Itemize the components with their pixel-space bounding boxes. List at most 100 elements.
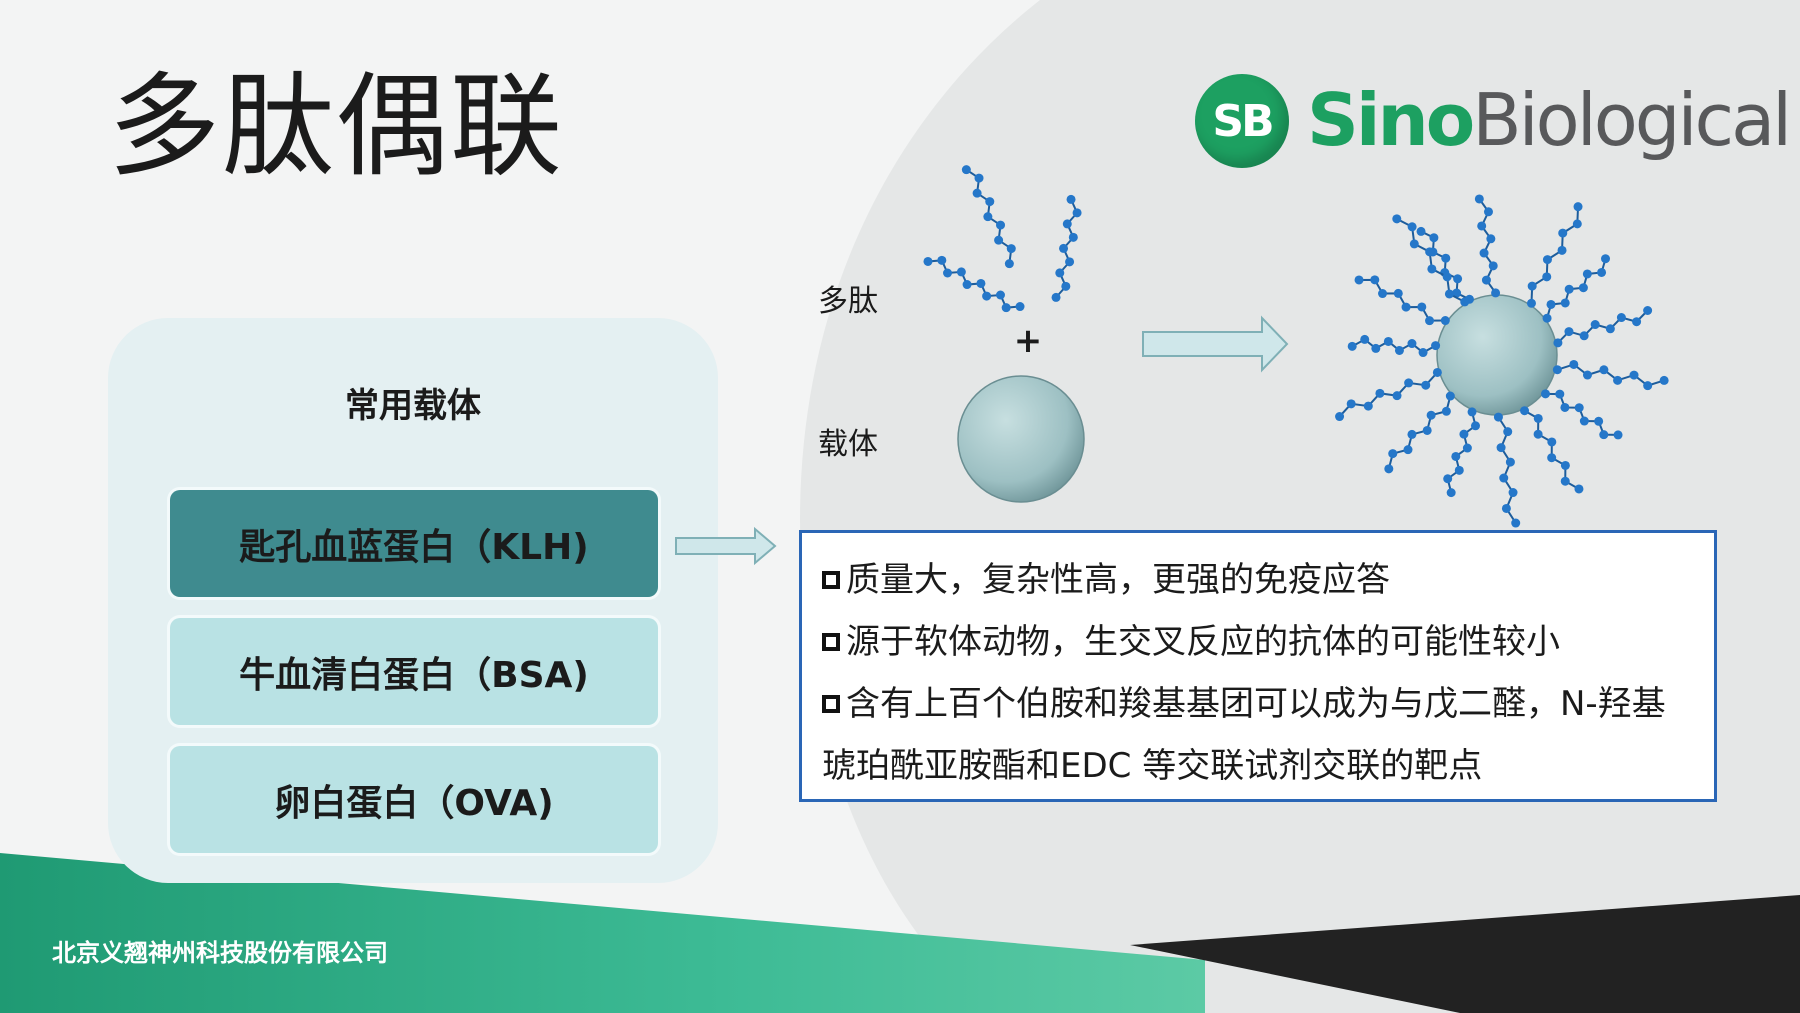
amino-acid-bead xyxy=(1055,268,1065,278)
amino-acid-bead xyxy=(995,290,1005,300)
amino-acid-bead xyxy=(1346,399,1356,409)
amino-acid-bead xyxy=(1613,375,1623,385)
amino-acid-bead xyxy=(1360,334,1370,344)
square-bullet-icon xyxy=(822,633,840,651)
amino-acid-bead xyxy=(1425,247,1435,257)
amino-acid-bead xyxy=(1594,416,1604,426)
amino-acid-bead xyxy=(1564,284,1574,294)
amino-acid-bead xyxy=(1499,473,1509,483)
amino-acid-bead xyxy=(1486,234,1496,244)
carrier-panel: 常用载体 匙孔血蓝蛋白（KLH) 牛血清白蛋白（BSA) 卵白蛋白（OVA) xyxy=(108,318,718,883)
amino-acid-bead xyxy=(982,291,992,301)
amino-acid-bead xyxy=(1474,194,1484,204)
amino-acid-bead xyxy=(1422,425,1432,435)
amino-acid-bead xyxy=(1452,288,1462,298)
benefit-item-continued: 琥珀酰亚胺酯和EDC 等交联试剂交联的靶点 xyxy=(822,746,1483,786)
dark-footer-band xyxy=(1130,895,1800,1013)
amino-acid-bead xyxy=(943,268,953,278)
amino-acid-bead xyxy=(923,256,933,266)
carrier-sphere xyxy=(957,375,1085,503)
amino-acid-bead xyxy=(1560,298,1570,308)
amino-acid-bead xyxy=(1392,391,1402,401)
amino-acid-bead xyxy=(1542,313,1552,323)
arrow-to-benefits-icon xyxy=(675,526,777,566)
amino-acid-bead xyxy=(1574,484,1584,494)
amino-acid-bead xyxy=(1445,391,1455,401)
amino-acid-bead xyxy=(974,173,984,183)
amino-acid-bead xyxy=(1560,476,1570,486)
amino-acid-bead xyxy=(1477,221,1487,231)
amino-acid-bead xyxy=(1572,219,1582,229)
amino-acid-bead xyxy=(1061,281,1071,291)
amino-acid-bead xyxy=(1479,248,1489,258)
peptide-chain-line xyxy=(1524,409,1580,490)
amino-acid-bead xyxy=(1616,313,1626,323)
amino-acid-bead xyxy=(1520,406,1530,416)
benefit-item: 源于软体动物，生交叉反应的抗体的可能性较小 xyxy=(822,611,1714,673)
amino-acid-bead xyxy=(1453,274,1463,284)
amino-acid-bead xyxy=(1378,289,1388,299)
sb-logo-mark: SB xyxy=(1195,74,1289,168)
amino-acid-bead xyxy=(1488,261,1498,271)
logo-mark-text: SB xyxy=(1212,96,1274,147)
square-bullet-icon xyxy=(822,695,840,713)
amino-acid-bead xyxy=(1579,416,1589,426)
amino-acid-bead xyxy=(1659,375,1669,385)
amino-acid-bead xyxy=(1416,226,1426,236)
amino-acid-bead xyxy=(956,267,966,277)
amino-acid-bead xyxy=(1004,259,1014,269)
amino-acid-bead xyxy=(1371,343,1381,353)
amino-acid-bead xyxy=(1403,445,1413,455)
amino-acid-bead xyxy=(1451,451,1461,461)
amino-acid-bead xyxy=(1533,413,1543,423)
footer-company-name: 北京义翘神州科技股份有限公司 xyxy=(52,939,388,967)
amino-acid-bead xyxy=(1629,370,1639,380)
amino-acid-bead xyxy=(1062,219,1072,229)
peptide-chain-line xyxy=(1420,230,1470,301)
amino-acid-bead xyxy=(1442,272,1452,282)
peptide-chain-line xyxy=(1338,371,1439,418)
conjugate-sphere xyxy=(1436,294,1558,416)
peptide-chains xyxy=(923,165,1669,528)
square-bullet-icon xyxy=(822,571,840,589)
amino-acid-bead xyxy=(1574,403,1584,413)
amino-acid-bead xyxy=(1407,339,1417,349)
amino-acid-bead xyxy=(1601,254,1611,264)
amino-acid-bead xyxy=(1425,316,1435,326)
carrier-item-bsa: 牛血清白蛋白（BSA) xyxy=(170,618,658,725)
amino-acid-bead xyxy=(1643,306,1653,316)
amino-acid-bead xyxy=(994,235,1004,245)
amino-acid-bead xyxy=(1383,336,1393,346)
carrier-item-ova: 卵白蛋白（OVA) xyxy=(170,746,658,853)
amino-acid-bead xyxy=(1505,457,1515,467)
amino-acid-bead xyxy=(1547,437,1557,447)
amino-acid-bead xyxy=(1467,407,1477,417)
amino-acid-bead xyxy=(1066,194,1076,204)
amino-acid-bead xyxy=(1388,449,1398,459)
amino-acid-bead xyxy=(1401,302,1411,312)
amino-acid-bead xyxy=(1605,324,1615,334)
amino-acid-bead xyxy=(983,212,993,222)
amino-acid-bead xyxy=(1470,421,1480,431)
amino-acid-bead xyxy=(1547,453,1557,463)
amino-acid-bead xyxy=(1613,430,1623,440)
page-title: 多肽偶联 xyxy=(108,62,564,192)
amino-acid-bead xyxy=(1454,465,1464,475)
benefits-box: 质量大，复杂性高，更强的免疫应答 源于软体动物，生交叉反应的抗体的可能性较小 含… xyxy=(799,530,1717,802)
amino-acid-bead xyxy=(1443,474,1453,484)
amino-acid-bead xyxy=(1511,518,1521,528)
amino-acid-bead xyxy=(1582,370,1592,380)
amino-acid-bead xyxy=(1375,388,1385,398)
amino-acid-bead xyxy=(1059,243,1069,253)
amino-acid-bead xyxy=(1354,275,1364,285)
amino-acid-bead xyxy=(1363,401,1373,411)
amino-acid-bead xyxy=(1407,222,1417,232)
amino-acid-bead xyxy=(1527,281,1537,291)
amino-acid-bead xyxy=(1394,345,1404,355)
amino-acid-bead xyxy=(1632,317,1642,327)
peptide-chain-line xyxy=(1557,309,1649,344)
amino-acid-bead xyxy=(1462,443,1472,453)
peptide-chain-line xyxy=(1545,392,1619,436)
amino-acid-bead xyxy=(1429,233,1439,243)
